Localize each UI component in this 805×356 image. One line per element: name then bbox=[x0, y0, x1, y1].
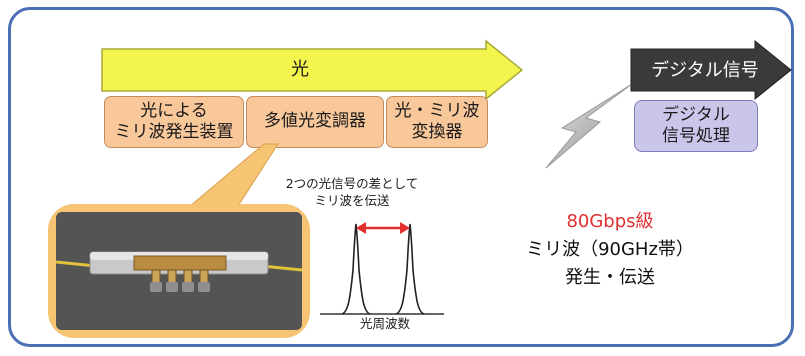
optical-arrow-label: 光 bbox=[291, 59, 309, 80]
frequency-axis-label: 光周波数 bbox=[359, 316, 410, 331]
multilevel-modulator-block: 多値光変調器 bbox=[246, 96, 384, 148]
spectrum-caption-line1: 2つの光信号の差として bbox=[285, 176, 419, 191]
spectrum-caption-line2: ミリ波を伝送 bbox=[314, 192, 390, 208]
digital-processing-block: デジタル 信号処理 bbox=[634, 100, 758, 152]
summary-block: 80Gbps級 ミリ波（90GHz帯） 発生・伝送 bbox=[510, 208, 710, 292]
mmwave-generator-line2: ミリ波発生装置 bbox=[114, 122, 234, 142]
converter-line1: 光・ミリ波 bbox=[394, 100, 480, 121]
optical-peak-right bbox=[395, 223, 425, 315]
multilevel-modulator-label: 多値光変調器 bbox=[264, 111, 366, 132]
modulator-device-photo bbox=[56, 212, 302, 330]
summary-line3: 発生・伝送 bbox=[565, 266, 655, 288]
optical-peak-left bbox=[341, 223, 371, 315]
converter-line2: 変換器 bbox=[411, 122, 463, 142]
digital-signal-arrow bbox=[630, 39, 792, 101]
lightning-icon bbox=[545, 83, 633, 169]
spectrum-caption: 2つの光信号の差として ミリ波を伝送 bbox=[252, 176, 452, 210]
digital-signal-label: デジタル信号 bbox=[651, 60, 759, 81]
summary-line2: ミリ波（90GHz帯） bbox=[526, 238, 694, 260]
optical-arrow bbox=[101, 39, 524, 101]
mmwave-generator-line1: 光による bbox=[140, 100, 208, 121]
mmwave-generator-block: 光による ミリ波発生装置 bbox=[104, 96, 244, 148]
digital-processing-line2: 信号処理 bbox=[662, 126, 730, 146]
summary-highlight: 80Gbps級 bbox=[566, 211, 654, 232]
digital-processing-line1: デジタル bbox=[662, 104, 730, 125]
diagram-frame bbox=[8, 7, 794, 347]
optical-mmwave-converter-block: 光・ミリ波 変換器 bbox=[386, 96, 488, 148]
optical-spectrum-plot bbox=[320, 222, 444, 315]
